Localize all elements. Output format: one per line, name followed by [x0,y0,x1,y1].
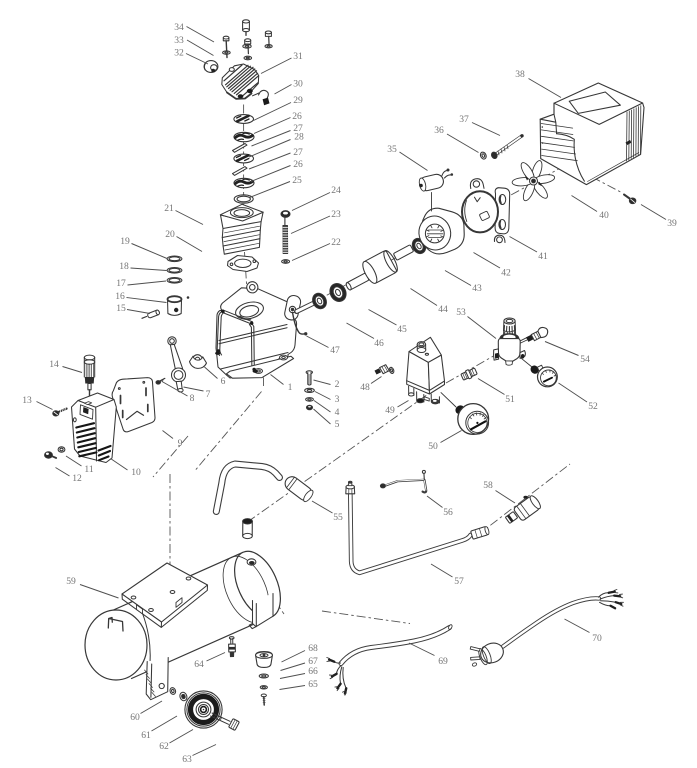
svg-text:61: 61 [141,730,151,741]
svg-text:54: 54 [580,354,590,365]
svg-text:17: 17 [116,278,126,289]
svg-text:57: 57 [454,576,464,587]
svg-text:63: 63 [182,754,192,765]
svg-text:32: 32 [174,48,184,59]
svg-text:16: 16 [115,291,125,302]
svg-text:5: 5 [335,419,340,430]
svg-text:66: 66 [308,666,318,677]
svg-text:33: 33 [174,35,184,46]
svg-text:25: 25 [292,175,302,186]
svg-text:58: 58 [483,480,493,491]
svg-text:18: 18 [119,261,129,272]
svg-text:69: 69 [438,656,448,667]
svg-text:65: 65 [308,679,318,690]
svg-text:49: 49 [385,405,395,416]
svg-text:15: 15 [116,303,126,314]
svg-text:27: 27 [293,147,303,158]
svg-text:12: 12 [72,473,82,484]
svg-text:10: 10 [131,467,141,478]
svg-text:31: 31 [293,51,303,62]
svg-text:3: 3 [335,394,340,405]
svg-text:35: 35 [387,144,397,155]
svg-text:42: 42 [501,268,511,279]
svg-text:37: 37 [459,114,469,125]
svg-text:48: 48 [360,382,370,393]
svg-text:55: 55 [333,512,343,523]
svg-text:20: 20 [165,229,175,240]
svg-text:56: 56 [443,507,453,518]
svg-text:64: 64 [194,659,204,670]
svg-text:34: 34 [174,22,184,33]
svg-text:45: 45 [397,324,407,335]
svg-text:38: 38 [515,69,525,80]
svg-text:26: 26 [293,159,303,170]
svg-text:36: 36 [434,125,444,136]
svg-text:60: 60 [130,712,140,723]
svg-text:51: 51 [505,394,515,405]
svg-text:11: 11 [84,464,93,475]
svg-text:47: 47 [330,345,340,356]
svg-text:7: 7 [206,389,211,400]
svg-text:2: 2 [335,379,340,390]
svg-text:27: 27 [293,123,303,134]
svg-text:68: 68 [308,643,318,654]
svg-text:28: 28 [294,132,304,143]
svg-text:30: 30 [293,79,303,90]
svg-text:59: 59 [66,576,76,587]
svg-text:44: 44 [438,304,448,315]
svg-text:26: 26 [292,111,302,122]
svg-text:52: 52 [588,401,598,412]
svg-text:8: 8 [190,393,195,404]
svg-text:4: 4 [335,407,340,418]
svg-text:70: 70 [592,633,602,644]
svg-text:9: 9 [178,438,183,449]
svg-text:62: 62 [159,741,169,752]
svg-text:46: 46 [374,338,384,349]
svg-text:14: 14 [49,359,59,370]
svg-text:1: 1 [288,382,293,393]
svg-text:67: 67 [308,656,318,667]
svg-text:6: 6 [221,376,226,387]
svg-text:21: 21 [164,203,174,214]
svg-text:13: 13 [22,395,32,406]
svg-text:24: 24 [331,185,341,196]
svg-text:43: 43 [472,283,482,294]
svg-text:29: 29 [293,95,303,106]
svg-text:19: 19 [120,236,130,247]
svg-text:41: 41 [538,251,548,262]
svg-text:39: 39 [667,218,677,229]
svg-text:50: 50 [428,441,438,452]
svg-text:53: 53 [456,307,466,318]
svg-text:40: 40 [599,210,609,221]
svg-text:23: 23 [331,209,341,220]
svg-text:22: 22 [331,237,341,248]
